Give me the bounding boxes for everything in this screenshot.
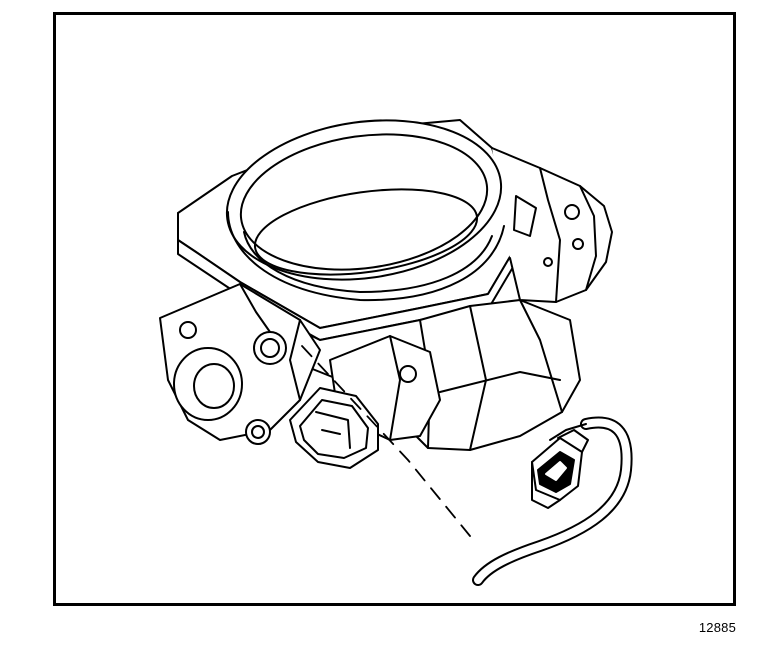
figure-number: 12885 [698,620,736,635]
leader-line [301,345,471,537]
sensor-connector [289,387,379,469]
connector-plug [531,429,589,509]
wiring-harness [472,416,633,586]
throttle-cam [491,147,613,303]
throttle-bore [225,119,505,302]
idle-air-valve [159,283,321,445]
